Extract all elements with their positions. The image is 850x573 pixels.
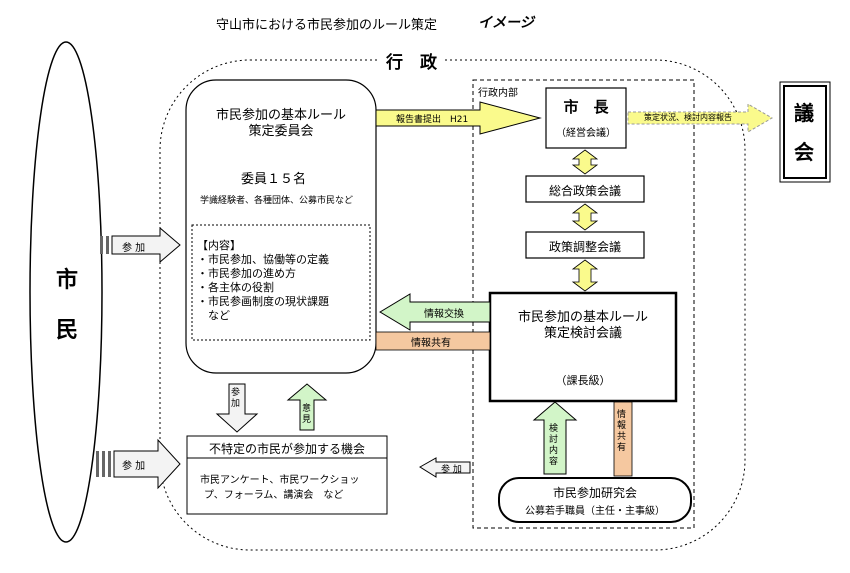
mayor-title: 市 長 — [563, 98, 609, 116]
report-arrow-label: 報告書提出 H21 — [396, 115, 469, 125]
sanka-label-2: 参 加 — [122, 461, 146, 472]
committee-members: 委員１５名 — [241, 172, 307, 187]
kentou-naiyou-label: 検討内容 — [549, 424, 559, 467]
opportunity-line1: 市民アンケート、市民ワークショッ — [200, 475, 360, 486]
title-main: 守山市における市民参加のルール策定 — [216, 18, 438, 33]
report-arrow — [375, 101, 542, 135]
info-share-label: 情報共有 — [411, 338, 451, 349]
gyosei-label: 行 政 — [378, 48, 445, 73]
sogo-label: 総合政策会議 — [548, 184, 621, 198]
citizens-label-1: 市 — [56, 268, 79, 293]
gyosei-boundary — [159, 59, 746, 551]
kentou-up-arrow — [532, 401, 578, 475]
sanka-arrow-3 — [419, 457, 471, 478]
sanka-arrow-2 — [96, 438, 181, 490]
committee-content: 【内容】 ・市民参加、協働等の定義 ・市民参加の進め方 ・各主体の役割 ・市民参… — [197, 239, 329, 323]
content-head: 【内容】 — [197, 239, 241, 252]
kentou-title: 市民参加の基本ルール 策定検討会議 — [490, 310, 676, 342]
mayor-sogo-arrow — [571, 149, 599, 175]
gyosei-inner-label: 行政内部 — [478, 88, 518, 99]
sanka-label-1: 参 加 — [122, 243, 146, 254]
kenkyu-sub: 公募若手職員（主任・主事級） — [525, 506, 665, 517]
seisaku-label: 政策調整会議 — [548, 240, 621, 254]
content-item: ・各主体の役割 — [197, 281, 274, 294]
info-exchange-arrow — [379, 293, 491, 331]
committee-title: 市民参加の基本ルール 策定委員会 — [186, 108, 376, 140]
kentou-title-line1: 市民参加の基本ルール — [517, 310, 648, 325]
content-item: ・市民参加、協働等の定義 — [197, 253, 329, 266]
title-suffix: イメージ — [478, 15, 534, 31]
content-item: など — [197, 309, 230, 322]
opportunity-title: 不特定の市民が参加する機会 — [208, 442, 365, 456]
committee-box — [185, 79, 377, 374]
info-share-vertical — [613, 401, 633, 477]
sanka-down-label: 参加 — [231, 388, 241, 409]
committee-content-box — [191, 224, 371, 341]
iken-label: 意見 — [302, 404, 312, 425]
council-label-2: 会 — [794, 140, 814, 164]
council-label-1: 議 — [794, 101, 814, 125]
kenkyu-box — [498, 477, 692, 523]
sanka-down-arrow — [215, 383, 259, 433]
council-report-label: 策定状況、検討内容報告 — [644, 113, 732, 122]
mayor-box — [545, 87, 627, 149]
sogo-box — [525, 175, 645, 203]
committee-title-line2: 策定委員会 — [248, 124, 314, 139]
info-exchange-label: 情報交換 — [424, 309, 464, 320]
citizens-label-2: 民 — [56, 318, 79, 343]
sanka-arrow-1 — [100, 226, 181, 264]
kentou-title-line2: 策定検討会議 — [543, 326, 622, 341]
sogo-seisaku-arrow — [571, 203, 599, 231]
iken-up-arrow — [286, 383, 328, 431]
kentou-sub: （課長級） — [555, 374, 611, 387]
sanka-label-3: 参 加 — [441, 465, 462, 475]
council-report-arrow — [627, 103, 773, 133]
mayor-sub: （経営会議） — [556, 128, 616, 139]
content-item: ・市民参加の進め方 — [197, 267, 296, 280]
seisaku-kentou-arrow — [571, 259, 599, 292]
citizens-ellipse — [29, 41, 103, 543]
kenkyu-title: 市民参加研究会 — [552, 486, 637, 500]
committee-title-line1: 市民参加の基本ルール — [215, 108, 346, 123]
council-box — [783, 85, 827, 179]
opportunity-box — [186, 435, 388, 515]
info-share-bar — [375, 331, 491, 351]
content-item: ・市民参画制度の現状課題 — [197, 295, 329, 308]
opportunity-line2: プ、フォーラム、講演会 など — [204, 490, 344, 501]
joho-kyoyu-vertical-label: 情報共有 — [617, 410, 627, 453]
committee-members-note: 学識経験者、各種団体、公募市民など — [200, 196, 354, 206]
seisaku-box — [525, 231, 645, 259]
